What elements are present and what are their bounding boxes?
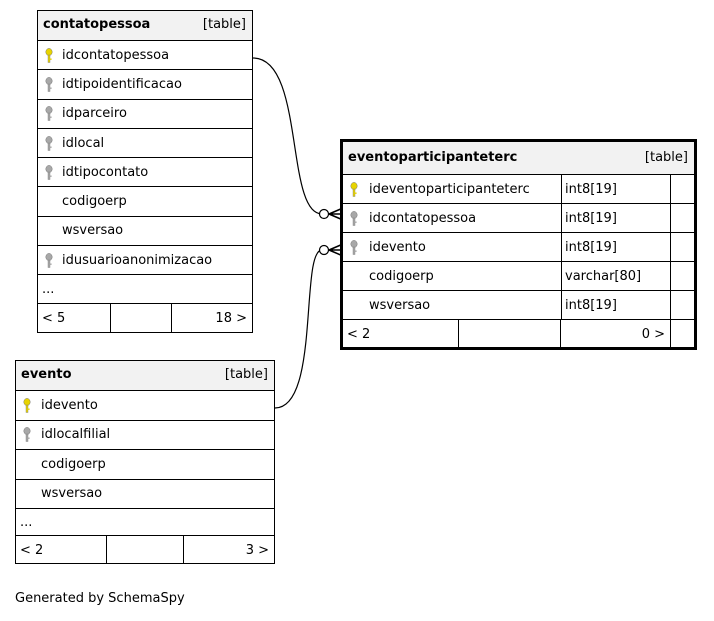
- column-type: int8[19]: [561, 204, 671, 232]
- column-name: codigoerp: [62, 194, 127, 210]
- column-name: idcontatopessoa: [369, 210, 477, 226]
- column-type: int8[19]: [561, 291, 671, 319]
- table-kind: [table]: [224, 367, 268, 382]
- column-row[interactable]: idlocalfilial: [16, 421, 274, 450]
- column-name: idtipoidentificacao: [62, 76, 182, 92]
- footer-spacer: [111, 304, 172, 333]
- table-header: evento [table]: [16, 361, 274, 391]
- column-row[interactable]: wsversao: [16, 480, 274, 509]
- children-count: 3 >: [245, 542, 269, 558]
- foreign-key-icon: [43, 70, 55, 98]
- column-name: idlocalfilial: [41, 427, 111, 443]
- column-type: varchar[80]: [561, 262, 671, 290]
- relationship-evento-link: [274, 249, 323, 409]
- more-columns: ...: [20, 514, 33, 530]
- more-columns-row: ...: [38, 275, 252, 305]
- table-contatopessoa[interactable]: contatopessoa [table] idcontatopessoa idt…: [37, 10, 253, 333]
- column-row[interactable]: idusuarioanonimizacao: [38, 246, 252, 276]
- column-row[interactable]: idparceiro: [38, 100, 252, 129]
- table-footer: < 2 0 >: [343, 320, 694, 348]
- primary-key-icon: [43, 41, 55, 69]
- column-name: idevento: [369, 239, 426, 255]
- column-row[interactable]: ideventoparticipanteterc int8[19]: [343, 175, 694, 204]
- primary-key-icon: [348, 175, 360, 203]
- footer-spacer: [107, 536, 184, 564]
- parents-count: < 2: [16, 536, 107, 564]
- table-header: contatopessoa [table]: [38, 11, 252, 41]
- foreign-key-icon: [21, 421, 33, 450]
- table-name: contatopessoa: [43, 17, 151, 32]
- column-type: int8[19]: [561, 175, 671, 203]
- table-footer: < 5 18 >: [38, 304, 252, 333]
- primary-key-icon: [21, 391, 33, 420]
- more-columns-row: ...: [16, 509, 274, 536]
- foreign-key-icon: [43, 158, 55, 186]
- column-name: wsversao: [41, 486, 103, 502]
- column-type: int8[19]: [561, 233, 671, 261]
- foreign-key-icon: [43, 129, 55, 157]
- column-name: idparceiro: [62, 106, 127, 122]
- column-name: idusuarioanonimizacao: [62, 252, 213, 268]
- table-eventoparticipanteterc[interactable]: eventoparticipanteterc [table] ideventop…: [340, 139, 697, 350]
- children-count: 18 >: [215, 310, 247, 326]
- column-row[interactable]: codigoerp: [38, 187, 252, 217]
- column-row[interactable]: codigoerp: [16, 450, 274, 480]
- foreign-key-icon: [348, 233, 360, 261]
- column-row[interactable]: idtipocontato: [38, 158, 252, 188]
- more-columns: ...: [42, 281, 55, 297]
- table-name: evento: [21, 367, 72, 382]
- column-name: ideventoparticipanteterc: [369, 181, 530, 197]
- footer-spacer: [459, 320, 561, 348]
- table-name: eventoparticipanteterc: [348, 150, 518, 165]
- children-count: 0 >: [561, 320, 671, 348]
- column-row[interactable]: wsversao int8[19]: [343, 291, 694, 320]
- column-row[interactable]: idtipoidentificacao: [38, 70, 252, 100]
- column-name: idevento: [41, 397, 98, 413]
- column-name: idcontatopessoa: [62, 47, 170, 63]
- relationship-contatopessoa-link: [252, 57, 323, 215]
- table-kind: [table]: [644, 150, 688, 165]
- foreign-key-icon: [43, 100, 55, 128]
- column-row[interactable]: idevento int8[19]: [343, 233, 694, 262]
- foreign-key-icon: [43, 246, 55, 274]
- column-row[interactable]: codigoerp varchar[80]: [343, 262, 694, 291]
- column-name: codigoerp: [41, 456, 106, 472]
- column-row[interactable]: idevento: [16, 391, 274, 421]
- table-kind: [table]: [202, 17, 246, 32]
- column-name: wsversao: [369, 297, 431, 313]
- table-evento[interactable]: evento [table] idevento idlocalfilial codi…: [15, 360, 275, 564]
- column-row[interactable]: idcontatopessoa int8[19]: [343, 204, 694, 233]
- foreign-key-icon: [348, 204, 360, 232]
- table-header: eventoparticipanteterc [table]: [343, 142, 694, 175]
- column-name: wsversao: [62, 223, 124, 239]
- generator-caption: Generated by SchemaSpy: [15, 591, 185, 606]
- column-row[interactable]: wsversao: [38, 217, 252, 247]
- table-footer: < 2 3 >: [16, 536, 274, 564]
- column-name: idlocal: [62, 135, 105, 151]
- column-name: codigoerp: [369, 268, 434, 284]
- optional-marker: [318, 244, 330, 256]
- parents-count: < 5: [38, 304, 111, 333]
- column-row[interactable]: idcontatopessoa: [38, 41, 252, 71]
- optional-marker: [318, 208, 330, 220]
- column-row[interactable]: idlocal: [38, 129, 252, 159]
- parents-count: < 2: [343, 320, 459, 348]
- column-name: idtipocontato: [62, 164, 149, 180]
